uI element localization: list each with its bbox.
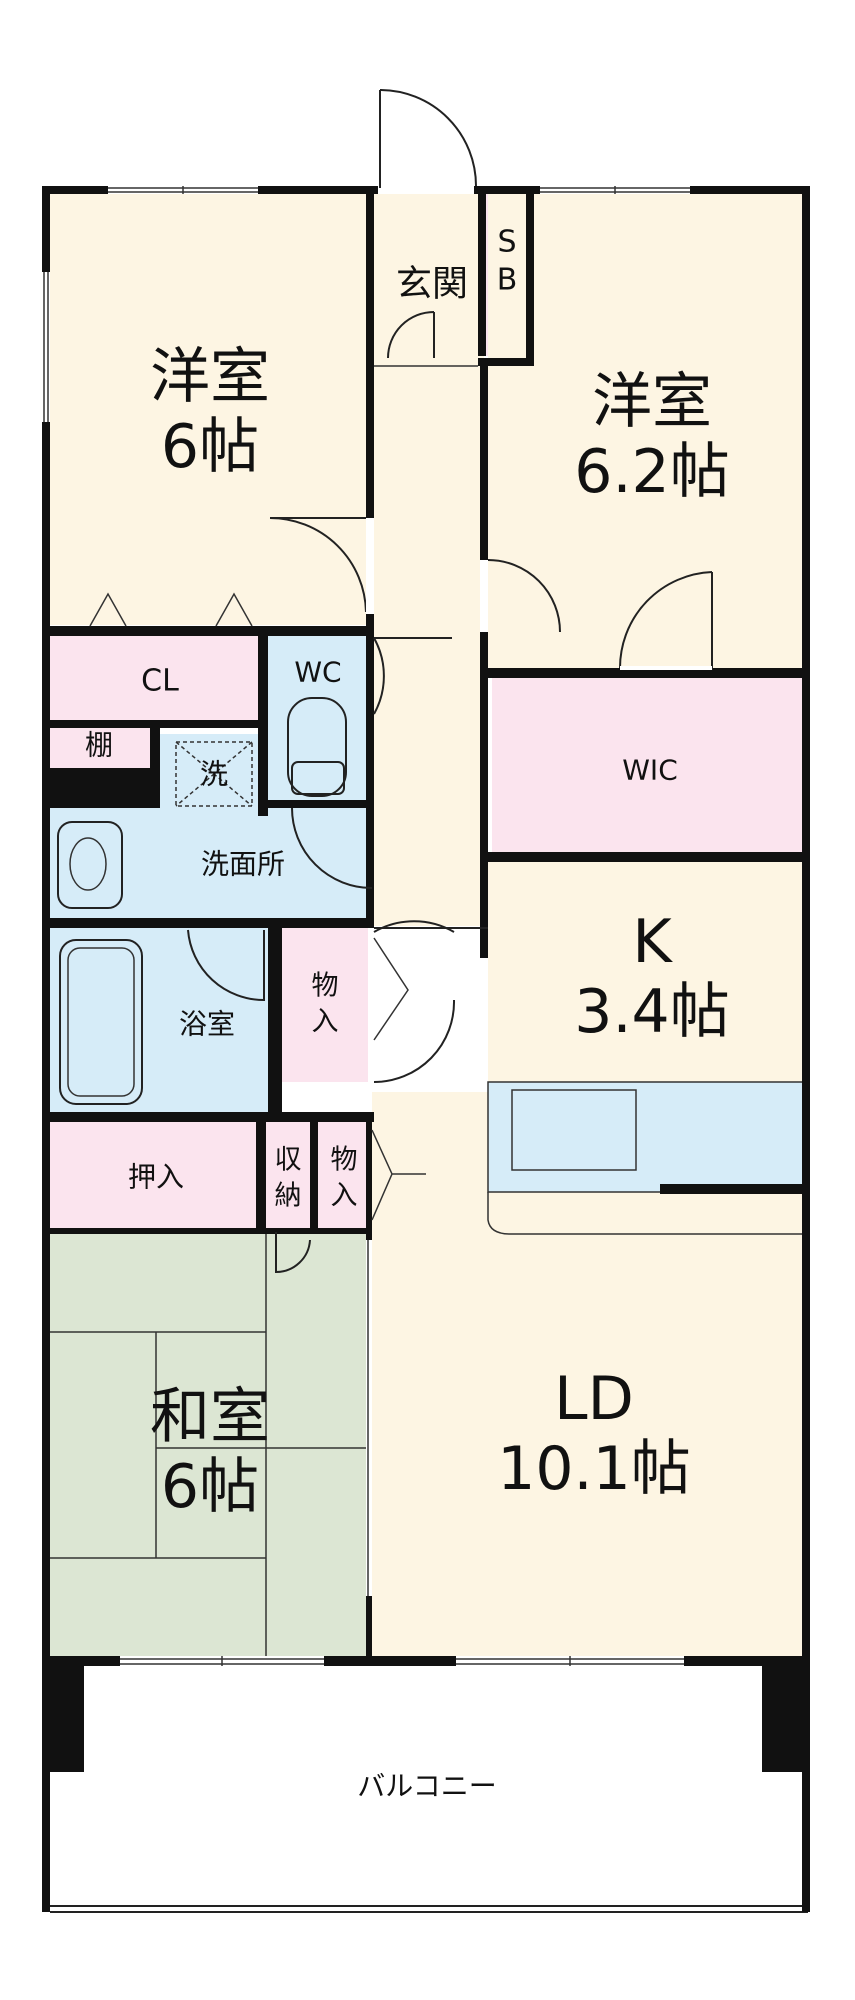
wc-floor bbox=[266, 636, 366, 808]
oshiire-label: 押入 bbox=[128, 1161, 184, 1194]
windows bbox=[42, 186, 690, 1666]
storage-2-label-top: 物 bbox=[331, 1145, 358, 1176]
bathroom-floor bbox=[50, 928, 268, 1112]
shuno-floor bbox=[266, 1122, 310, 1228]
toilet-icon bbox=[287, 697, 347, 797]
bathtub-icon bbox=[59, 939, 143, 1105]
western-room-1-size: 6帖 bbox=[161, 412, 259, 482]
western-room-1-floor bbox=[50, 193, 372, 625]
western-room-2-floor bbox=[488, 193, 808, 669]
washbasin-icon bbox=[57, 821, 123, 909]
entrance-floor bbox=[372, 193, 484, 368]
western-room-1-name: 洋室 bbox=[150, 342, 270, 412]
shoe-box-label-b: B bbox=[497, 263, 518, 298]
ld-size: 10.1帖 bbox=[497, 1434, 691, 1504]
wic-label: WIC bbox=[622, 754, 678, 787]
oshiire-floor bbox=[50, 1122, 256, 1228]
storage-1-label-bottom: 入 bbox=[312, 1007, 339, 1038]
shelf-label: 棚 bbox=[85, 729, 113, 762]
storage-2-label-bottom: 入 bbox=[331, 1181, 358, 1212]
washroom-floor bbox=[50, 808, 372, 918]
wc-label: WC bbox=[294, 656, 341, 689]
japanese-room-size: 6帖 bbox=[161, 1452, 259, 1522]
closet-floor bbox=[50, 636, 258, 722]
balcony-floor bbox=[82, 1668, 762, 1906]
kitchen-counter bbox=[488, 1082, 808, 1192]
tatami-lines bbox=[50, 1232, 368, 1658]
shoe-box-label-s: S bbox=[497, 225, 516, 260]
washer-label: 洗 bbox=[200, 758, 228, 791]
washing-machine-space-icon bbox=[175, 741, 253, 807]
closet-label: CL bbox=[141, 664, 179, 699]
storage-2-floor bbox=[318, 1122, 370, 1228]
ld-name: LD bbox=[554, 1364, 634, 1434]
japanese-room-name: 和室 bbox=[150, 1382, 270, 1452]
entrance-label: 玄関 bbox=[396, 264, 468, 305]
bathroom-label: 浴室 bbox=[179, 1008, 235, 1041]
western-room-2-name: 洋室 bbox=[592, 367, 712, 437]
doors bbox=[89, 89, 713, 1274]
washroom-label: 洗面所 bbox=[201, 848, 285, 881]
storage-1-label-top: 物 bbox=[312, 971, 339, 1002]
shuno-label-top: 収 bbox=[275, 1145, 302, 1176]
storage-1-floor bbox=[282, 928, 368, 1082]
shuno-label-bottom: 納 bbox=[275, 1181, 302, 1212]
balcony-label: バルコニー bbox=[357, 1770, 496, 1803]
shelf-floor bbox=[50, 722, 150, 768]
kitchen-size: 3.4帖 bbox=[574, 977, 729, 1047]
western-room-2-size: 6.2帖 bbox=[574, 437, 729, 507]
wic-floor bbox=[492, 678, 808, 852]
japanese-room-floor bbox=[50, 1232, 368, 1658]
kitchen-name: K bbox=[632, 907, 673, 977]
